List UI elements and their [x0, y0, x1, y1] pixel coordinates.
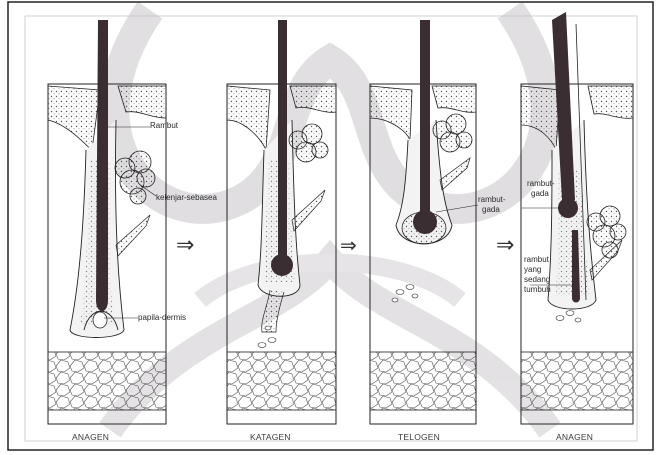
sebaceous-gland: [587, 206, 626, 258]
hair-shaft: [420, 20, 430, 215]
hair-shaft: [278, 20, 287, 255]
club-hair-bulb: [271, 254, 293, 276]
label-rambut-tumbuh-line1: rambut: [524, 255, 550, 264]
arrow-1-icon: ⇒: [176, 233, 194, 258]
sebaceous-gland: [433, 114, 472, 152]
label-rambut-tumbuh-line3: sedang: [524, 275, 550, 284]
stage-label-telogen: TELOGEN: [398, 432, 440, 442]
hair-shaft: [96, 20, 108, 311]
label-rambut: Rambut: [150, 121, 179, 130]
label-rambut-tumbuh-line4: tumbuh: [524, 285, 551, 294]
label-kelenjar-sebasea: kelenjar-sebasea: [156, 193, 217, 202]
label-rambut-gada-2-line2: gada: [531, 189, 549, 198]
arrow-2-icon: ⇒: [340, 233, 357, 257]
label-rambut-gada-2-line1: rambut-: [527, 179, 555, 188]
arrow-3-icon: ⇒: [496, 233, 514, 258]
stage-label-anagen-2: ANAGEN: [556, 432, 593, 442]
label-rambut-gada-line2: gada: [482, 205, 500, 214]
club-hair-bulb: [558, 198, 578, 218]
label-papila-dermis: papila-dermis: [138, 313, 186, 322]
label-rambut-tumbuh-line2: yang: [524, 265, 541, 274]
stage-label-katagen: KATAGEN: [250, 432, 291, 442]
stage-label-anagen-1: ANAGEN: [72, 432, 109, 442]
panel-anagen-1: Rambut kelenjar-sebasea papila-dermis AN…: [48, 20, 217, 442]
club-hair-bulb: [413, 210, 437, 234]
label-rambut-gada-line1: rambut-: [478, 195, 506, 204]
